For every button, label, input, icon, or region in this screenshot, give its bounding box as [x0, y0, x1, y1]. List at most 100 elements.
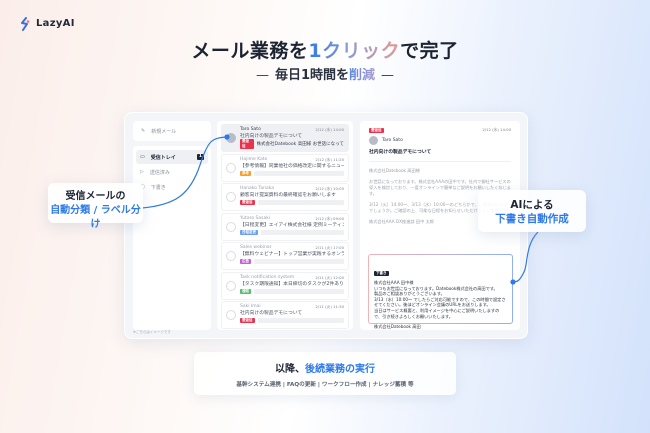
callout-highlight: 下書き自動作成	[495, 213, 569, 225]
followup-tasks-box: 以降、後続業務の実行 基幹システム連携 | FAQの更新 | ワークフロー作成 …	[194, 352, 456, 395]
headline-highlight: 1クリック	[308, 40, 401, 62]
draft-line: 株式会社Datebook 高田	[374, 324, 421, 330]
send-icon: ▷	[140, 169, 144, 175]
body-paragraph: 3/12（火）14:00〜、3/13（水）10:00〜のどちらかで、ご都合はいか…	[369, 202, 511, 213]
mail-subject: 【日程変更】エイアイ株式会社様 定例ミーティング	[240, 222, 344, 228]
mail-subject: 【参考情報】同業他社の価格改定に関するニュース	[240, 163, 344, 169]
mail-list-item[interactable]: Saki Imai 2/11 (火) 11:30 社内向けの製品デモについて 要…	[221, 301, 349, 329]
preview-placeholder	[254, 288, 344, 294]
mail-subject: 【タスク期限通知】本日締切のタスクが2件あります	[240, 281, 344, 287]
lazyai-logo-icon	[20, 16, 30, 31]
draft-body: 株式会社AAA 田中様 いつもお世話になっております。Datebook株式会社の…	[374, 280, 507, 330]
logo: LazyAI	[20, 16, 75, 31]
body-paragraph: 株式会社Datebook 高田様	[369, 168, 420, 173]
mail-subject: 【無料ウェビナー】トップ営業が実践するオンライン…	[240, 252, 344, 257]
avatar-icon	[226, 162, 236, 173]
mail-list: Taro Sato 2/12 (水) 14:00 社内向けの製品デモについて 要…	[217, 121, 353, 330]
mail-date: 2/12 (水) 11:20	[315, 156, 344, 162]
preview-placeholder	[261, 229, 344, 235]
label-tag: 日程変更	[240, 229, 258, 235]
avatar-icon	[369, 136, 378, 145]
draft-line: 製品のご相談ありがとうございます。	[374, 291, 445, 297]
sidebar-nav: ▭ 受信トレイ 1 ▷ 送信済み ▢ 下書き	[133, 146, 211, 330]
mail-sender: Saki Imai	[240, 304, 261, 309]
page-headline: メール業務を1クリックで完了	[0, 36, 650, 63]
preview-placeholder	[254, 259, 344, 264]
headline-text-end: で完了	[400, 40, 459, 62]
mail-app-window: ✎ 新規メール ▭ 受信トレイ 1 ▷ 送信済み ▢ 下書き ※こちらはイメージ…	[124, 112, 528, 339]
mail-sender: Hanako Tanaka	[240, 186, 275, 191]
subheadline-text: 毎日1時間を	[274, 68, 350, 83]
mail-date: 2/11 (火) 12:00	[315, 274, 344, 280]
mail-subject: 顧客向け提案資料の最終確認をお願いします	[240, 193, 336, 198]
followup-title-highlight: 後続業務の実行	[305, 364, 375, 375]
mail-sender: Hajime Kato	[240, 156, 268, 162]
detail-date: 2/12 (水) 14:00	[482, 127, 511, 132]
label-tag: 要返信	[240, 138, 254, 149]
label-tag: 要返信	[240, 318, 255, 323]
draft-line: 株式会社AAA 田中様	[374, 280, 414, 285]
label-tag: 広告	[240, 259, 251, 264]
mail-list-item[interactable]: Hajime Kato 2/12 (水) 11:20 【参考情報】同業他社の価格…	[221, 153, 349, 182]
detail-label-tag: 要返信	[369, 127, 384, 133]
mail-date: 2/12 (水) 14:00	[315, 127, 344, 132]
dash-left: —	[255, 68, 269, 83]
avatar-icon	[226, 251, 236, 261]
avatar-icon	[226, 280, 236, 291]
sidebar-item-sent[interactable]: ▷ 送信済み	[136, 165, 208, 179]
page-subheadline: — 毎日1時間を削減 —	[0, 64, 650, 83]
avatar-icon	[226, 133, 236, 143]
callout-highlight: 自動分類 / ラベル分け	[50, 205, 141, 230]
preview-placeholder	[257, 318, 344, 323]
mail-date: 2/12 (水) 10:05	[315, 186, 344, 191]
callout-auto-classification: 受信メールの 自動分類 / ラベル分け	[48, 183, 143, 230]
subheadline-highlight: 削減	[349, 68, 376, 83]
mail-list-item[interactable]: Task notification system 2/11 (火) 12:00 …	[221, 271, 349, 300]
label-tag: 要返信	[240, 200, 255, 205]
callout-ai-draft: AIによる 下書き自動作成	[478, 190, 586, 232]
detail-sender: Taro Sato	[382, 138, 403, 143]
body-paragraph: 株式会社AAA DX推進部 田中 太郎	[369, 219, 434, 224]
draft-line: 当日はサービス概要と、利用イメージを中心にご説明いたしますので、引き続きよろしく…	[374, 307, 500, 319]
dash-right: —	[381, 68, 395, 83]
callout-title: 受信メールの	[65, 191, 126, 202]
callout-title: AIによる	[510, 199, 554, 211]
mail-sender: Task notification system	[240, 274, 295, 280]
headline-text: メール業務を	[191, 40, 309, 62]
followup-title: 以降、後続業務の実行	[194, 360, 456, 375]
mail-date: 2/11 (火) 11:30	[315, 304, 344, 309]
compose-button[interactable]: ✎ 新規メール	[133, 121, 211, 141]
mail-subject: 社内向けの製品デモについて	[240, 311, 303, 316]
preview-placeholder	[257, 200, 344, 205]
draft-tag: 下書き	[374, 271, 389, 276]
mail-date: 2/11 (火) 17:00	[315, 245, 344, 250]
label-tag: 通知	[240, 288, 251, 294]
sidebar-item-drafts[interactable]: ▢ 下書き	[136, 180, 208, 194]
brand-name: LazyAI	[36, 17, 75, 29]
draft-line: 3/13（水）10:00〜 でしたらご対応可能ですので、この時間で設定させてくだ…	[374, 296, 506, 308]
mail-list-item[interactable]: Sales webinar 2/11 (火) 17:00 【無料ウェビナー】トッ…	[221, 242, 349, 270]
mail-list-item[interactable]: Taro Sato 2/12 (水) 14:00 社内向けの製品デモについて 要…	[221, 124, 349, 152]
mail-sender: Yutaro Sasaki	[240, 215, 271, 221]
mail-list-item[interactable]: Hanako Tanaka 2/12 (水) 10:05 顧客向け提案資料の最終…	[221, 183, 349, 211]
mail-preview: 株式会社Datebook 高田様 お世話になってお…	[256, 141, 344, 147]
followup-title-text: 以降、	[275, 364, 305, 375]
avatar-icon	[226, 221, 236, 232]
mail-sender: Taro Sato	[240, 127, 261, 132]
sidebar-item-inbox[interactable]: ▭ 受信トレイ 1	[136, 150, 208, 164]
mail-subject: 社内向けの製品デモについて	[240, 134, 303, 139]
label-tag: 参考	[240, 170, 251, 176]
ai-draft-reply[interactable]: 下書き 株式会社AAA 田中様 いつもお世話になっております。Datebook株…	[368, 254, 513, 329]
nav-label: 受信トレイ	[150, 154, 176, 161]
preview-placeholder	[254, 170, 344, 176]
mail-list-item[interactable]: Yutaro Sasaki 2/12 (水) 09:00 【日程変更】エイアイ株…	[221, 212, 349, 241]
avatar-icon	[226, 310, 236, 320]
image-footnote: ※こちらはイメージです	[133, 330, 171, 334]
nav-label: 下書き	[150, 184, 166, 191]
mail-sender: Sales webinar	[240, 245, 272, 250]
detail-subject: 社内向けの製品デモについて	[369, 148, 511, 162]
nav-label: 送信済み	[149, 169, 170, 176]
draft-line: いつもお世話になっております。Datebook株式会社の高田です。	[374, 285, 498, 291]
inbox-icon: ▭	[140, 154, 145, 160]
followup-subtitle: 基幹システム連携 | FAQの更新 | ワークフロー作成 | ナレッジ蓄積 等	[236, 382, 414, 388]
